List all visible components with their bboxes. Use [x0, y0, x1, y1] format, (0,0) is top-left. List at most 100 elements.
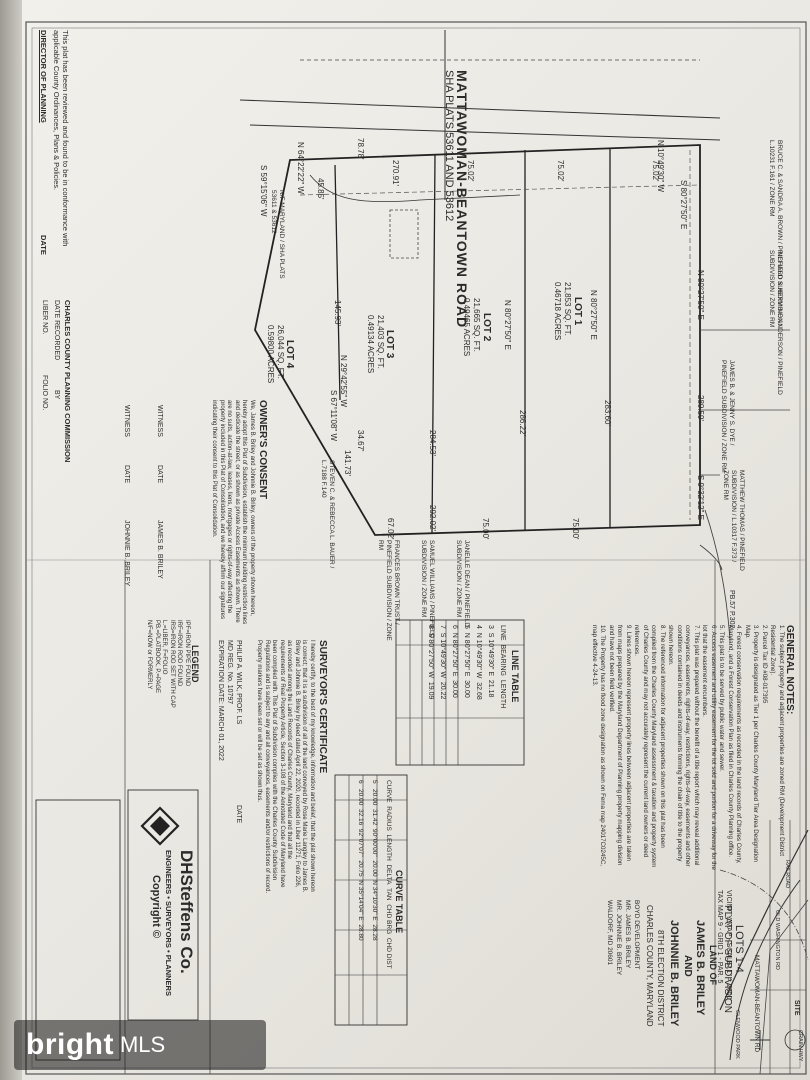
- legend-item: F=FOLIO: [161, 649, 168, 675]
- line-row-3: 3 S 10°49'30" E 21.18: [487, 625, 494, 698]
- note-6: 6. Access easement and utility easement …: [701, 625, 718, 870]
- firm-logo: [127, 789, 199, 1021]
- line-table-grid: [395, 619, 525, 766]
- title-district: 8TH ELECTION DISTRICT: [656, 930, 665, 1027]
- vicinity-road-3: RAILROAD: [784, 860, 790, 889]
- legend-item: L.=LIBER: [161, 620, 168, 646]
- planning-date: DATE: [39, 235, 48, 255]
- curve-table-title: CURVE TABLE: [394, 870, 404, 934]
- sheet-inner-border: [31, 27, 801, 1069]
- title-county: CHARLES COUNTY, MARYLAND: [645, 905, 654, 1027]
- dist-front-4: 270.91': [391, 160, 400, 186]
- setback-line-front: [299, 184, 701, 196]
- line-row-7: 7 S 10°49'30" W 20.22: [439, 625, 446, 700]
- north-arrow-curve: [699, 544, 723, 571]
- bearing-sw: S 59°15'06" W: [259, 165, 268, 217]
- note-9: 9. Lines shown hereon represent property…: [608, 625, 632, 866]
- adjoiner-4: MATTHEW THOMAS / PINEFIELD SUBDIVISION /…: [722, 470, 745, 571]
- vicinity-road-4: CRAIN HWY: [797, 1030, 803, 1062]
- road-edge-north: [239, 99, 721, 119]
- bearing-lot-2-3: N 80°27'50" E: [503, 300, 512, 350]
- vicinity-site: SITE: [793, 1000, 800, 1016]
- curve-table-grid: [334, 774, 408, 1026]
- legend-item: P.=PAGE: [154, 668, 160, 694]
- general-notes-heading: GENERAL NOTES:: [784, 625, 795, 715]
- bright-mls-watermark: bright MLS: [14, 1020, 266, 1070]
- line-row-5: 5 N 80°27'50" E 30.00: [463, 625, 470, 698]
- dist-rear-2: 75.00': [481, 518, 490, 540]
- dist-lot-2: 286.22': [518, 410, 527, 436]
- planning-by: BY: [53, 390, 60, 400]
- planning-liber: LIBER NO.: [41, 300, 48, 335]
- watermark-brand: bright: [26, 1028, 114, 1061]
- dist-short: 34.67': [356, 430, 365, 452]
- lot-line-2-3: [431, 154, 436, 534]
- dist-lot-1: 283.60': [603, 400, 612, 426]
- legend-item: IRF=IRON ROD FOUND: [176, 620, 183, 687]
- existing-structure: [389, 209, 419, 259]
- planning-folio: FOLIO NO.: [41, 375, 48, 411]
- vicinity-caption: VICINITY MAP - SCALE: 1" = 2000': [725, 890, 732, 1001]
- title-prepared-for: BOYD DEVELOPMENT: [633, 900, 640, 970]
- legend-item: IPF=IRON PIPE FOUND: [184, 620, 190, 687]
- dist-lot-4: 292.02': [428, 505, 437, 531]
- note-1: 1. The subject property and adjacent pro…: [769, 625, 786, 857]
- adjoiner-2: RICHARD & HERMINE ANDERSON / PINEFIELD S…: [768, 250, 783, 395]
- surveyor-text: I hereby certify, to the best of my know…: [256, 640, 316, 894]
- dist-front-3: 75.02': [466, 160, 475, 182]
- surveyor-reg: MD REG. No. 10797: [226, 640, 233, 705]
- legend-heading: LEGEND: [190, 645, 200, 683]
- bearing-lot-east: S 80°27'50" E: [679, 180, 688, 230]
- pb-reference: PB.57 P.302: [728, 590, 735, 629]
- dist-rear-1: 75.00': [571, 518, 580, 540]
- vicinity-road-2: OLD WASHINGTON RD: [774, 910, 780, 970]
- lot-3-acres: 0.49134 ACRES: [366, 315, 375, 374]
- firm-tagline: ENGINEERS • SURVEYORS • PLANNERS: [164, 850, 173, 996]
- planning-commission: CHARLES COUNTY PLANNING COMMISSION: [63, 300, 72, 463]
- line-row-8: 8 S 80°27'50" W 19.09: [427, 625, 434, 700]
- owners-consent-text: We, James B. Briley and Johnnie B. Brile…: [211, 400, 256, 625]
- lot-3-label: LOT 3: [384, 330, 395, 359]
- lot-2-sqft: 21,665 SQ. FT.: [472, 298, 481, 352]
- dist-rear-3: 67.02': [386, 518, 395, 540]
- lot-4-sqft: 26,044 SQ. FT.: [276, 325, 285, 379]
- bearing-east: N 80°27'50" E: [696, 270, 705, 320]
- curve-row-5: 5 20.00 31.42 90°00'00" 20.00 N 34°10'30…: [371, 780, 378, 941]
- surveyor-heading: SURVEYOR'S CERTIFICATE: [317, 640, 328, 774]
- title-owner-2: JOHNNIE B. BRILEY: [668, 920, 680, 1027]
- dist-curve-1: 78.78': [356, 138, 365, 160]
- owner-witness-1: WITNESS: [156, 405, 163, 437]
- planning-approval: This plat has been reviewed and found to…: [52, 30, 70, 247]
- legend-item: PB.=PLATBOOK: [154, 620, 160, 666]
- curve-row-6: 6 20.00 32.16 92°07'07" 20.75 N 35°14'04…: [357, 780, 364, 941]
- sheet-border: [25, 21, 807, 1075]
- owner-date-2: DATE: [123, 465, 130, 484]
- legend-item: IRS=IRON ROD SET WITH CAP: [169, 620, 175, 708]
- legend-item: N/F=NOW or FORMERLY: [146, 620, 153, 690]
- director-of-planning: DIRECTOR OF PLANNING: [39, 30, 48, 123]
- lot-2-label: LOT 2: [481, 313, 492, 342]
- road-edge-south: [249, 124, 721, 141]
- dist-front-2: 75.02': [556, 160, 565, 182]
- dist-w: 145.93': [333, 300, 342, 326]
- adjoiner-9: N/F MARYLAND / SHA PLATS 53611 & 53612: [270, 190, 285, 279]
- dist-lot-3: 284.53': [428, 430, 437, 456]
- dist-curve-2: 45.85': [316, 178, 325, 200]
- adjoiner-7: FRANCES BROWN TRUST / PINEFIELD SUBDIVIS…: [377, 540, 400, 641]
- vicinity-tax-map: TAX MAP 9 - GRID 1 - PAR. 5: [716, 890, 723, 984]
- lot-3-sqft: 21,403 SQ. FT.: [376, 315, 385, 369]
- lot-1-sqft: 21,853 SQ. FT.: [563, 282, 572, 336]
- line-table-header: LINE BEARING LENGTH: [499, 625, 506, 709]
- lot-4-acres: 0.59800 ACRES: [266, 325, 275, 384]
- curve-table-header: CURVE RADIUS LENGTH DELTA TAN CHD BRG CH…: [385, 780, 392, 969]
- general-notes-body: 1. The subject property and adjacent pro…: [590, 625, 786, 870]
- line-row-6: 6 N 80°27'50" E 30.00: [451, 625, 458, 698]
- note-2: 2. Parcel Tax ID #08-017395: [761, 625, 768, 704]
- bearing-south: S 9°32'12" E: [696, 475, 705, 520]
- dist-sw: 141.73': [343, 450, 352, 476]
- owner-witness-2: WITNESS: [123, 405, 130, 437]
- firm-copyright: Copyright ©: [150, 875, 162, 939]
